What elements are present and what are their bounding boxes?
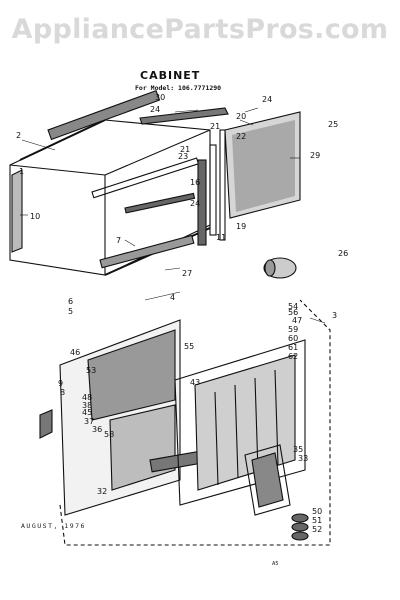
callout-label: 3 xyxy=(332,311,337,320)
top-strip-part-30 xyxy=(139,107,229,125)
callout-label: 20 xyxy=(236,112,246,121)
callout-label: 25 xyxy=(328,120,338,129)
vertical-rail-parts xyxy=(197,129,226,246)
callout-label: 22 xyxy=(236,132,246,141)
callout-labels: 1234567891011161920212122232424242526272… xyxy=(16,93,348,534)
callout-label: 24 xyxy=(190,199,200,208)
callout-label: 58 xyxy=(104,430,114,439)
callout-label: 59 xyxy=(288,325,298,334)
diagram-date: AUGUST, 1976 xyxy=(21,522,86,530)
callout-label: 2 xyxy=(16,131,21,140)
callout-label: 38 xyxy=(82,401,92,410)
callout-label: 11 xyxy=(216,233,226,242)
filter-part-29 xyxy=(224,111,301,219)
bracket-part-7 xyxy=(39,409,53,439)
callout-label: 33 xyxy=(298,454,308,463)
callout-label: 10 xyxy=(30,212,40,221)
door-part-33 xyxy=(244,444,291,516)
callout-label: 24 xyxy=(150,105,160,114)
cabinet-rails xyxy=(47,89,200,269)
callout-label: 8 xyxy=(60,388,65,397)
callout-label: 51 xyxy=(312,516,322,525)
callout-label: 6 xyxy=(68,297,73,306)
callout-label: 21 xyxy=(180,145,190,154)
callout-label: 16 xyxy=(190,178,200,187)
callout-label: 53 xyxy=(86,366,96,375)
callout-label: 5 xyxy=(68,307,73,316)
callout-label: 24 xyxy=(262,95,272,104)
callout-label: 56 xyxy=(288,308,298,317)
callout-label: 55 xyxy=(184,342,194,351)
knob-parts-50-52 xyxy=(291,513,309,541)
callout-label: 7 xyxy=(116,236,121,245)
callout-label: 26 xyxy=(338,249,348,258)
callout-label: 9 xyxy=(58,379,63,388)
diagram-code: A5 xyxy=(272,561,279,567)
callout-label: 43 xyxy=(190,378,200,387)
callout-label: 60 xyxy=(288,334,298,343)
callout-label: 47 xyxy=(292,316,302,325)
model-number: For Model: 106.7771290 xyxy=(135,84,222,92)
leader-lines xyxy=(20,107,326,324)
callout-label: 37 xyxy=(84,417,94,426)
watermark-text: AppliancePartsPros.com xyxy=(11,14,389,45)
callout-label: 32 xyxy=(97,487,107,496)
callout-label: 48 xyxy=(82,393,92,402)
callout-label: 23 xyxy=(178,152,188,161)
callout-label: 19 xyxy=(236,222,246,231)
callout-label: 50 xyxy=(312,507,322,516)
callout-label: 27 xyxy=(182,269,192,278)
callout-label: 52 xyxy=(312,525,322,534)
callout-label: 21 xyxy=(210,122,220,131)
callout-label: 4 xyxy=(170,293,175,302)
callout-label: 45 xyxy=(82,408,92,417)
diagram-title: CABINET xyxy=(140,69,201,82)
callout-label: 62 xyxy=(288,352,298,361)
callout-label: 29 xyxy=(310,151,320,160)
subassembly-outline xyxy=(59,299,331,546)
callout-label: 54 xyxy=(288,302,298,311)
callout-label: 46 xyxy=(70,348,80,357)
motor-part-26 xyxy=(263,257,297,279)
callout-label: 35 xyxy=(293,445,303,454)
callout-label: 30 xyxy=(155,93,165,102)
callout-label: 61 xyxy=(288,343,298,352)
callout-label: 1 xyxy=(19,167,24,176)
callout-label: 36 xyxy=(92,425,102,434)
front-grille-assembly xyxy=(59,319,212,516)
